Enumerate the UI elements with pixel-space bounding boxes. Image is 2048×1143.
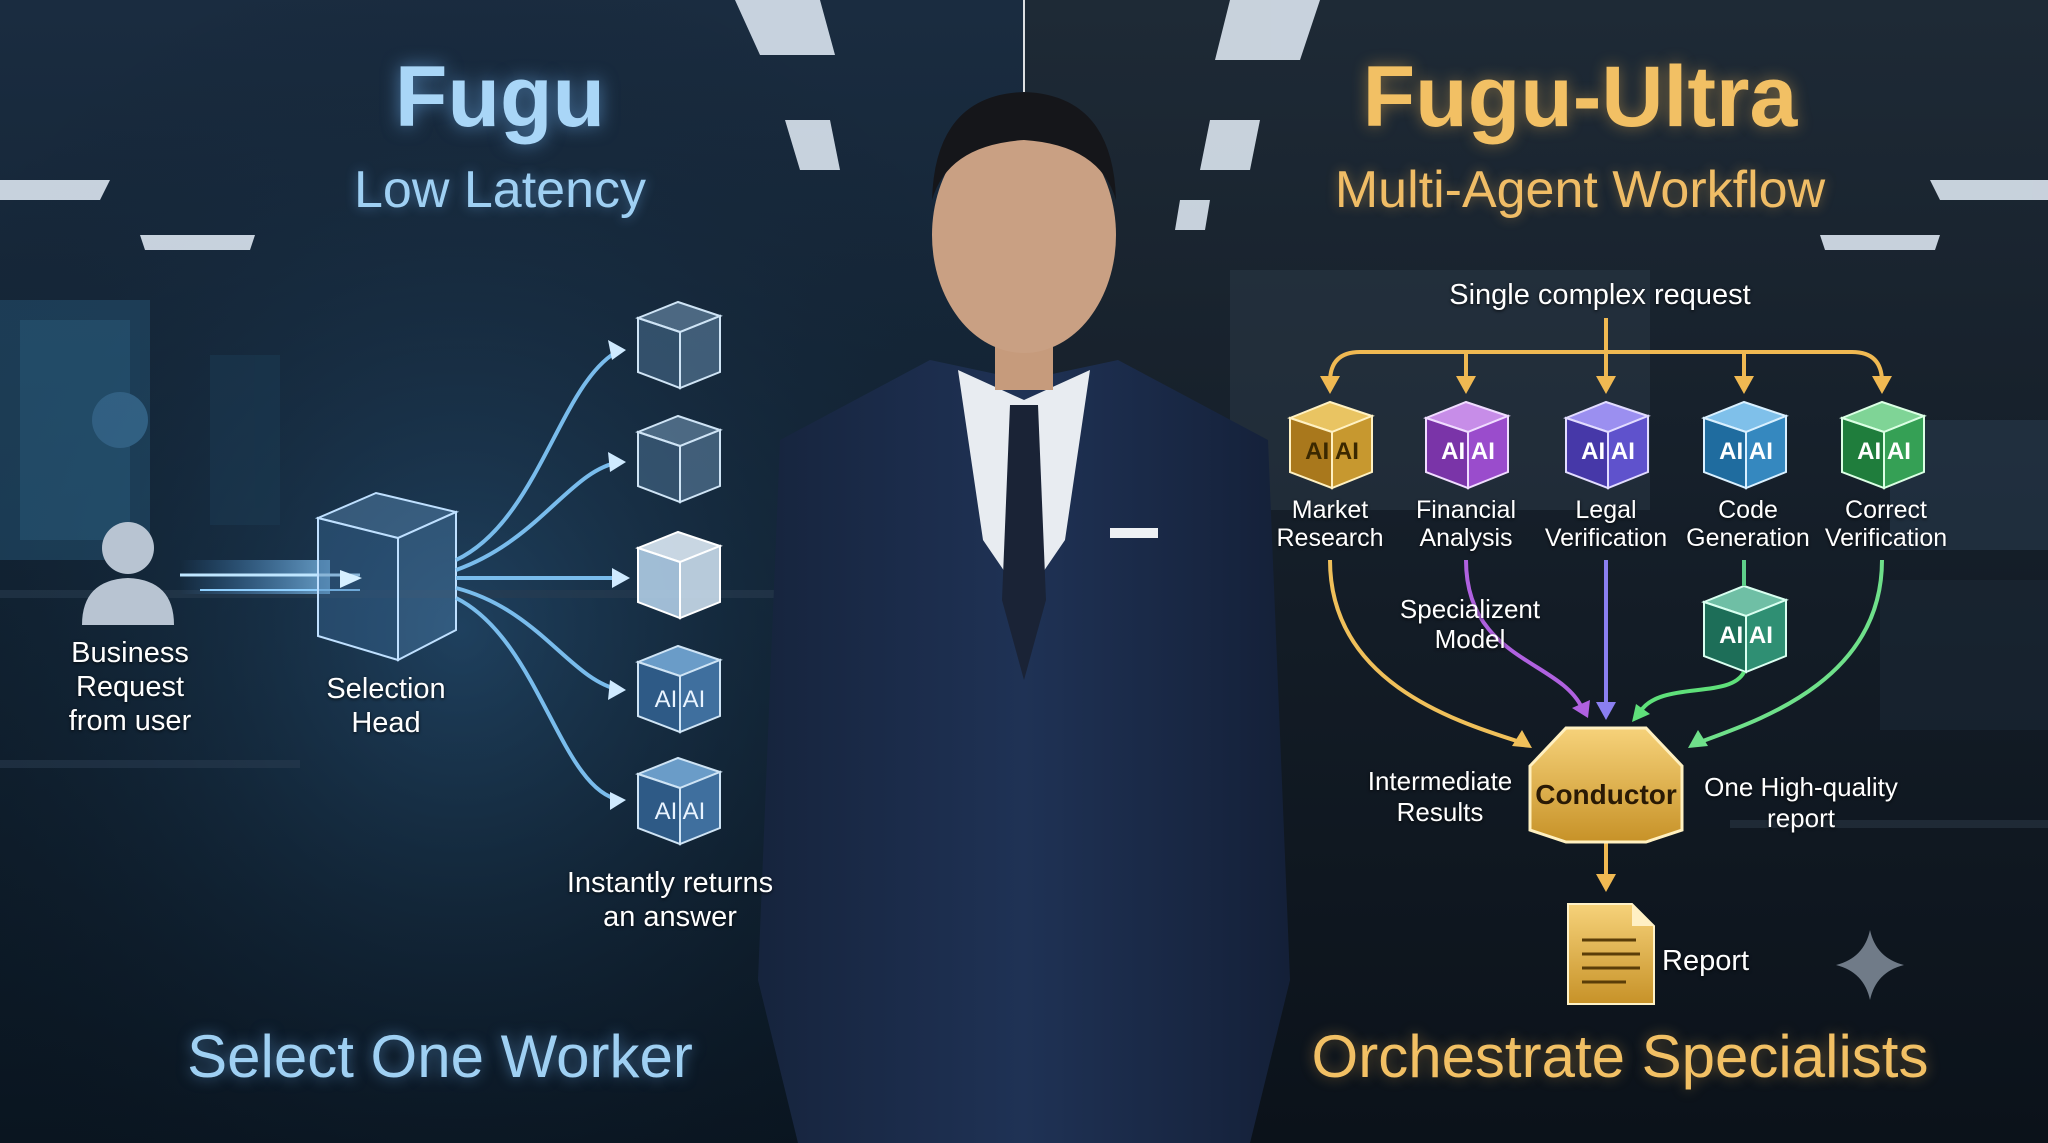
report-document-icon <box>1567 903 1655 1005</box>
left-tagline: Select One Worker <box>187 1023 693 1090</box>
left-title: Fugu <box>394 49 606 145</box>
agent-cubes <box>1287 400 1927 674</box>
specialized-model-label: Specializent Model <box>1399 594 1541 654</box>
sparkle-icon <box>1836 930 1904 1000</box>
instant-answer-label: Instantly returns an answer <box>566 867 774 933</box>
intermediate-results-label: Intermediate Results <box>1367 766 1513 827</box>
worker-cube-5-ai <box>635 756 723 846</box>
conductor-label: Conductor <box>1535 779 1677 810</box>
agent-3-ai-text: AI AI <box>1581 438 1635 465</box>
worker-5-ai-text: AI AI <box>654 798 706 825</box>
convergence-arrows <box>1328 559 1884 880</box>
agent-4-ai-text: AI AI <box>1719 438 1773 465</box>
person-figure <box>758 92 1290 1143</box>
worker-4-ai-text: AI AI <box>654 686 706 713</box>
agent-2-ai-text: AI AI <box>1441 438 1495 465</box>
conductor-hexagon <box>1528 726 1684 844</box>
selection-head-cube <box>314 491 460 662</box>
worker-cubes <box>635 300 723 846</box>
user-icon <box>82 522 174 625</box>
agent-5-ai-text: AI AI <box>1857 438 1911 465</box>
agent-cube-legal-verification <box>1563 400 1651 490</box>
single-request-label: Single complex request <box>1449 279 1751 311</box>
worker-cube-3-selected <box>635 530 723 620</box>
worker-cube-4-ai <box>635 644 723 734</box>
specialized-model-ai-text: AI AI <box>1719 622 1773 649</box>
agent-1-ai-text: AI AI <box>1305 438 1359 465</box>
fanout-arrows <box>455 348 621 802</box>
right-title: Fugu-Ultra <box>1362 49 1798 145</box>
selection-head-label: Selection Head <box>326 673 446 739</box>
worker-cube-2 <box>635 414 723 504</box>
request-beam <box>180 560 360 594</box>
report-label: Report <box>1662 945 1750 977</box>
left-subtitle: Low Latency <box>354 161 646 219</box>
agent-cube-specialized-model <box>1701 584 1789 674</box>
request-distribution-lines <box>1328 318 1884 383</box>
agent-cube-market-research <box>1287 400 1375 490</box>
agent-cube-correct-verification <box>1839 400 1927 490</box>
worker-cube-1 <box>635 300 723 390</box>
right-subtitle: Multi-Agent Workflow <box>1334 161 1826 219</box>
business-request-label: Business Request from user <box>68 637 192 737</box>
agent-cube-financial-analysis <box>1423 400 1511 490</box>
agent-cube-code-generation <box>1701 400 1789 490</box>
high-quality-report-label: One High-quality report <box>1704 772 1898 833</box>
right-tagline: Orchestrate Specialists <box>1311 1023 1929 1090</box>
